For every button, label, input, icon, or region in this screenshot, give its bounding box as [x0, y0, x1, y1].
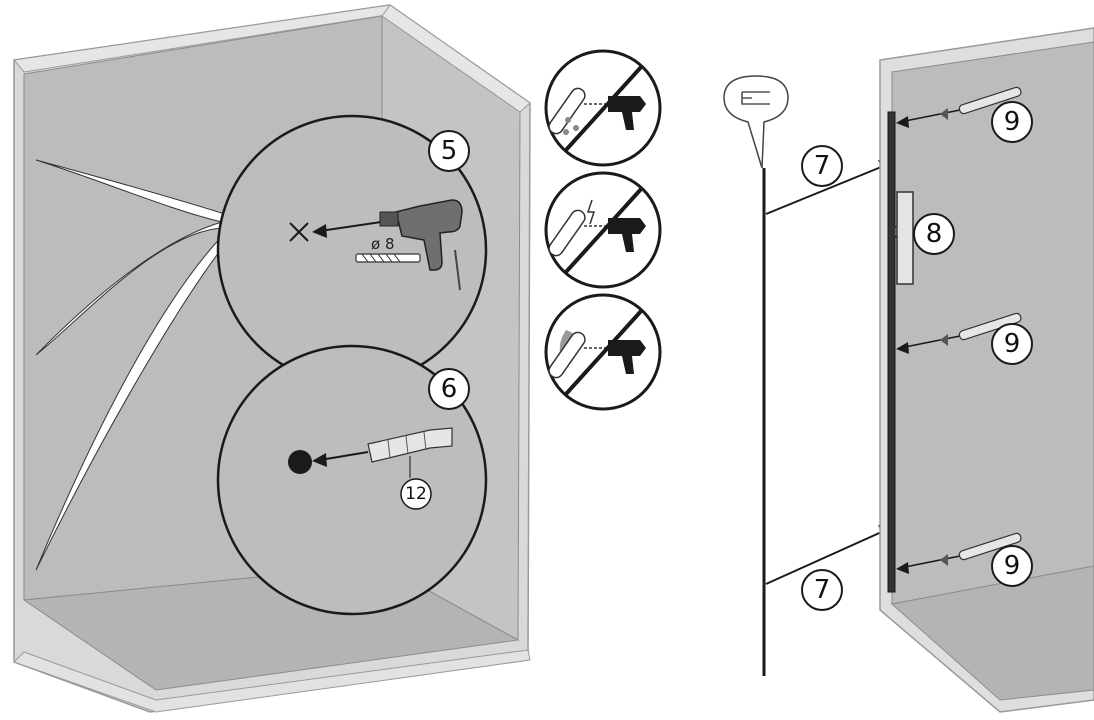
wall-bracket — [892, 191, 914, 285]
right-cabinet: 8 9 9 9 — [879, 27, 1094, 713]
warning-no-water-pipe — [544, 49, 662, 167]
wall-anchor-icon — [367, 427, 453, 478]
callout-part-9-top: 9 — [1004, 107, 1021, 137]
profile-rail-icon — [723, 75, 789, 169]
mounted-rail — [887, 111, 896, 593]
callout-step-6: 6 — [441, 374, 458, 404]
callout-part-7-top: 7 — [814, 151, 831, 181]
power-drill-icon — [379, 199, 463, 291]
drill-diameter-label: ø 8 — [371, 235, 395, 253]
callout-part-9-bottom: 9 — [1004, 551, 1021, 581]
dowel-insert-arrow — [312, 451, 369, 467]
callout-part-12: 12 — [405, 484, 427, 504]
drill-bit-icon — [355, 253, 421, 263]
warning-no-gas-pipe — [544, 293, 662, 411]
detail-circle-drilling: ø 8 5 — [216, 114, 488, 386]
detail-circle-dowel: 12 6 — [216, 344, 488, 616]
warning-no-electric-cable — [544, 171, 662, 289]
drill-target-mark — [289, 222, 309, 242]
screw-anchor-top — [896, 86, 1022, 128]
screw-anchor-bottom — [896, 532, 1022, 574]
callout-part-9-middle: 9 — [1004, 329, 1021, 359]
hanging-rail: 7 7 — [723, 75, 892, 676]
screw-anchor-middle — [896, 312, 1022, 354]
callout-part-7-bottom: 7 — [814, 575, 831, 605]
callout-part-8: 8 — [926, 219, 943, 249]
drilled-hole — [288, 450, 312, 474]
callout-step-5: 5 — [441, 136, 458, 166]
